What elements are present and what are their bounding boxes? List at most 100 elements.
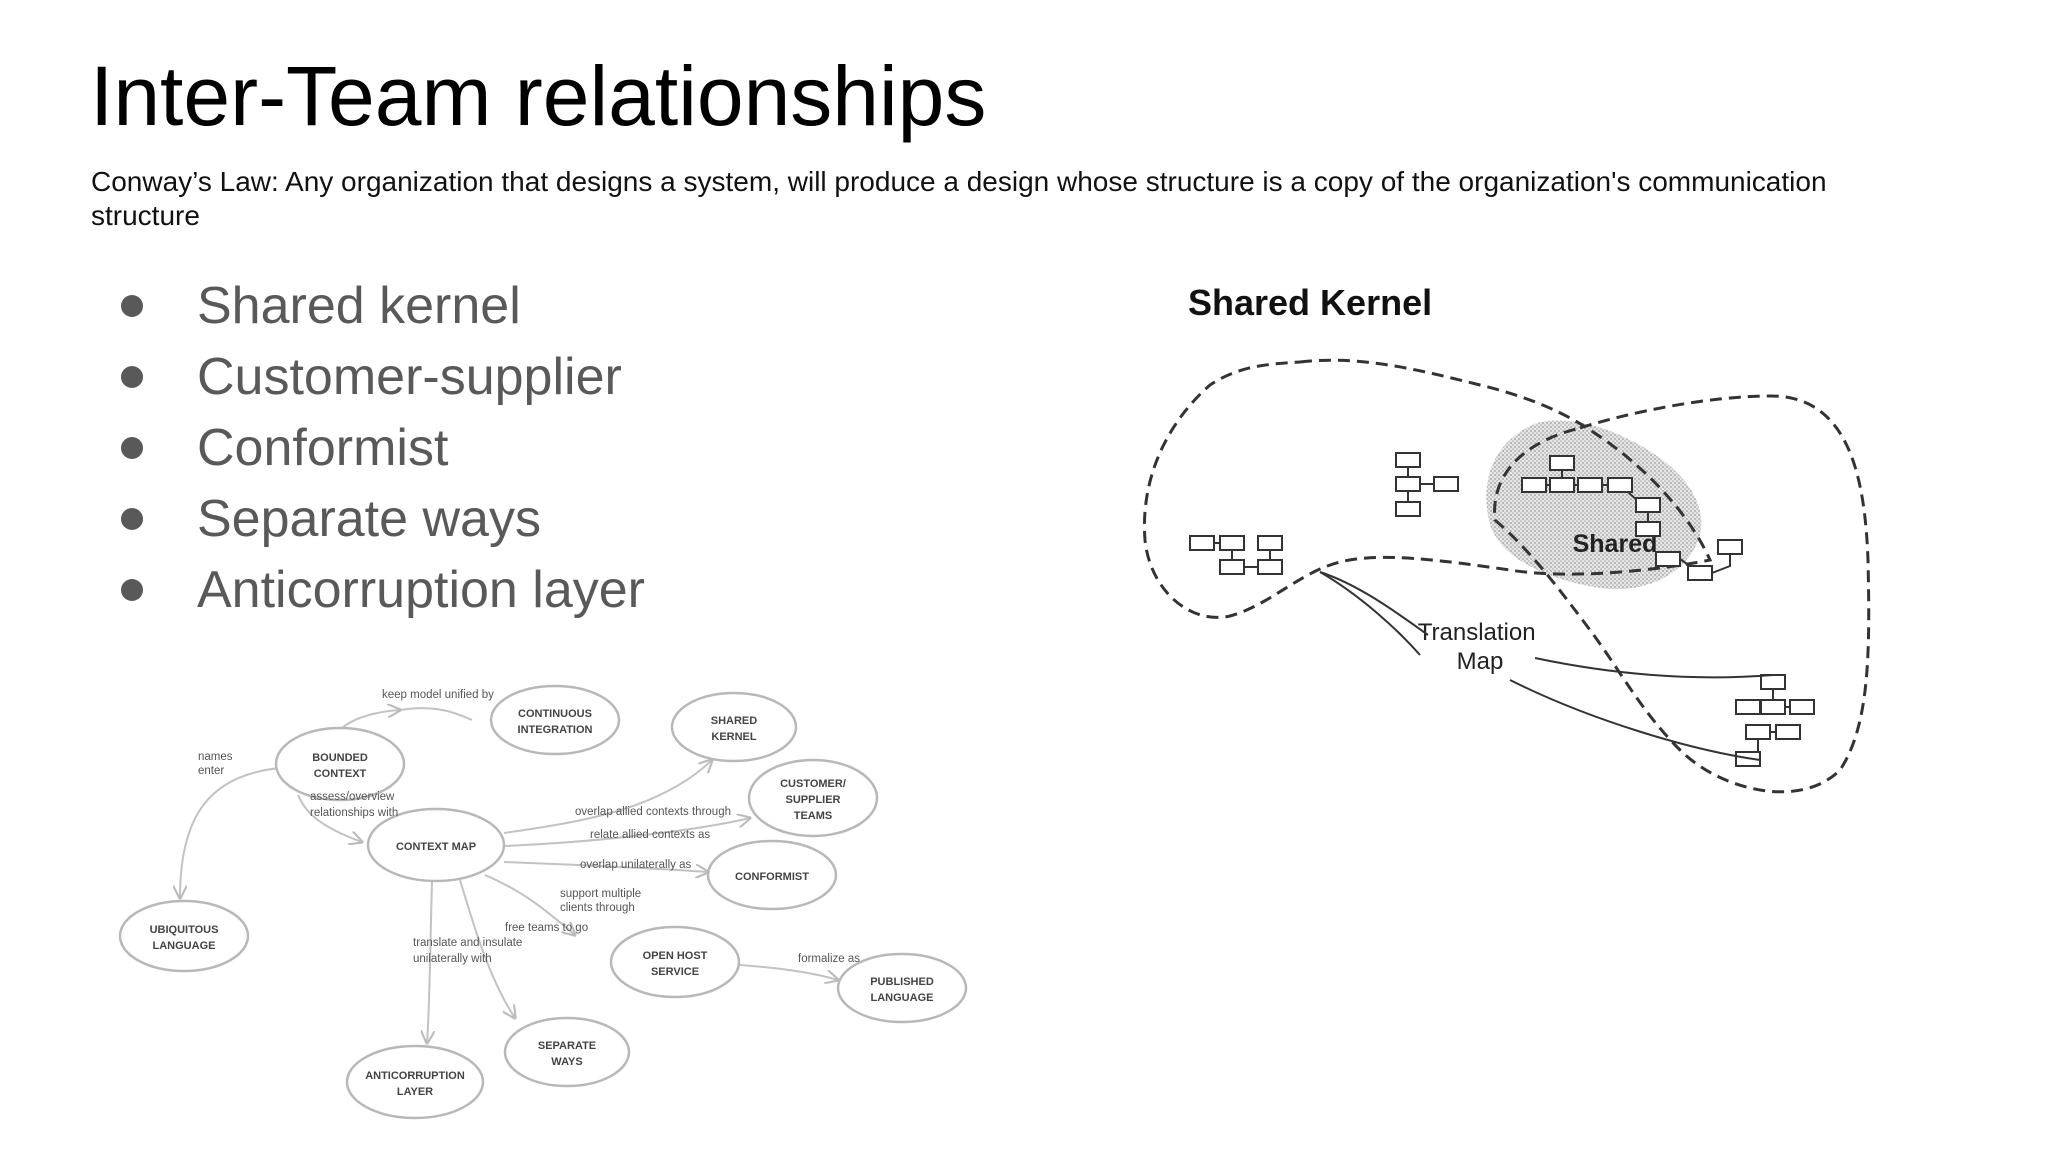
edge-label: keep model unified by [382,689,494,701]
context-map-edge [427,880,432,1043]
context-map-node: SEPARATE WAYS [503,1016,631,1088]
bullet-dot-icon [121,578,143,601]
node-label: OPEN HOST [643,950,708,962]
context-map-edge [503,861,708,872]
node-label: CONTINUOUS [518,708,592,720]
bullet-item: Customer-supplier [118,341,645,412]
context-map-node: OPEN HOST SERVICE [609,925,741,999]
context-map-edge [297,794,362,842]
translation-map-label-line: Translation [1418,619,1536,646]
node-label: UBIQUITOUS [150,924,219,936]
slide-title: Inter-Team relationships [90,49,987,143]
node-label: CONFORMIST [735,871,809,883]
node-label: SHARED [711,715,758,727]
shared-kernel-title: Shared Kernel [1188,282,1432,323]
edge-label: translate and insulate [413,937,522,949]
class-box [1745,724,1771,740]
node-label: BOUNDED [312,752,368,764]
edge-label: free teams to go [505,922,588,934]
context-map-node: CUSTOMER/SUPPLIER TEAMS [747,758,879,838]
class-box [1219,559,1245,575]
class-box [1549,477,1575,493]
translation-line [1319,571,1429,636]
bullet-text: Customer-supplier [197,347,622,406]
class-box [1219,535,1245,551]
class-box [1655,551,1681,567]
class-box [1577,477,1603,493]
class-box [1395,476,1421,492]
node-label: INTEGRATION [518,724,593,736]
node-label: TEAMS [794,810,833,822]
edge-label: assess/overview [310,791,395,803]
bullet-item: Conformist [118,412,645,483]
context-map-edges [180,708,838,1043]
node-label: LANGUAGE [153,940,216,952]
bullet-dot-icon [121,507,143,530]
shared-region [1486,420,1702,590]
edge-label: relate allied contexts as [590,829,710,841]
node-label: CONTEXT [314,768,367,780]
bullet-item: Shared kernel [118,270,645,341]
translation-line [1319,571,1421,656]
translation-line [1509,679,1761,761]
context-map-node: CONTEXT MAP [366,807,506,883]
context-boundary-left [1142,358,1713,619]
node-ellipse [503,1016,631,1088]
node-label: PUBLISHED [870,976,934,988]
context-map-nodes: BOUNDED CONTEXT CONTINUOUS INTEGRATION SHARE… [118,684,968,1120]
node-label: CONTEXT MAP [396,841,476,853]
edge-label: relationships with [310,807,398,819]
class-box [1607,477,1633,493]
class-box [1760,699,1786,715]
node-label: CUSTOMER/ [780,778,846,790]
class-box [1735,699,1761,715]
translation-map-label-line: Map [1457,648,1504,675]
bullet-text: Conformist [197,418,449,477]
node-ellipse [609,925,741,999]
class-box [1257,559,1283,575]
class-box [1760,674,1786,690]
edge-label: unilaterally with [413,953,492,965]
class-boxes [1189,452,1815,767]
context-map-edge [503,760,712,834]
bullet-text: Anticorruption layer [197,560,645,619]
context-map-node: UBIQUITOUS LANGUAGE [118,899,250,973]
class-box [1635,521,1661,537]
class-box [1189,535,1215,551]
context-map-edge [503,818,750,847]
class-box [1395,501,1421,517]
class-box [1687,565,1713,581]
shared-kernel-diagram: Shared Kernel Shared Translation Map [1142,282,1871,794]
node-ellipse [274,726,406,802]
bullet-list: Shared kernel Customer-supplier Conformi… [118,270,645,625]
context-map-edge-labels: keep model unified bynamesenterassess/ov… [198,689,860,965]
node-ellipse [118,899,250,973]
context-map-edge [739,964,838,980]
context-map-edge [339,710,400,731]
node-label: SERVICE [651,966,699,978]
class-box [1717,539,1743,555]
class-box [1549,455,1575,471]
bullet-text: Separate ways [197,489,541,548]
node-label: SUPPLIER [785,794,840,806]
context-boundary-right [1493,394,1871,794]
class-box [1635,497,1661,513]
translation-map-label: Translation Map [1418,619,1543,675]
node-ellipse [706,839,838,911]
context-map-node: CONTINUOUS INTEGRATION [489,684,621,756]
class-box [1775,724,1801,740]
node-label: WAYS [551,1056,582,1068]
context-map-node: CONFORMIST [706,839,838,911]
bullet-dot-icon [121,294,143,317]
node-ellipse [489,684,621,756]
node-ellipse [836,952,968,1024]
edge-label: names [198,751,233,763]
node-label: SEPARATE [538,1040,596,1052]
class-box [1433,476,1459,492]
context-map-edge [180,767,281,898]
context-map-edge [459,879,515,1018]
bullet-dot-icon [121,436,143,459]
translation-line [1534,657,1774,679]
